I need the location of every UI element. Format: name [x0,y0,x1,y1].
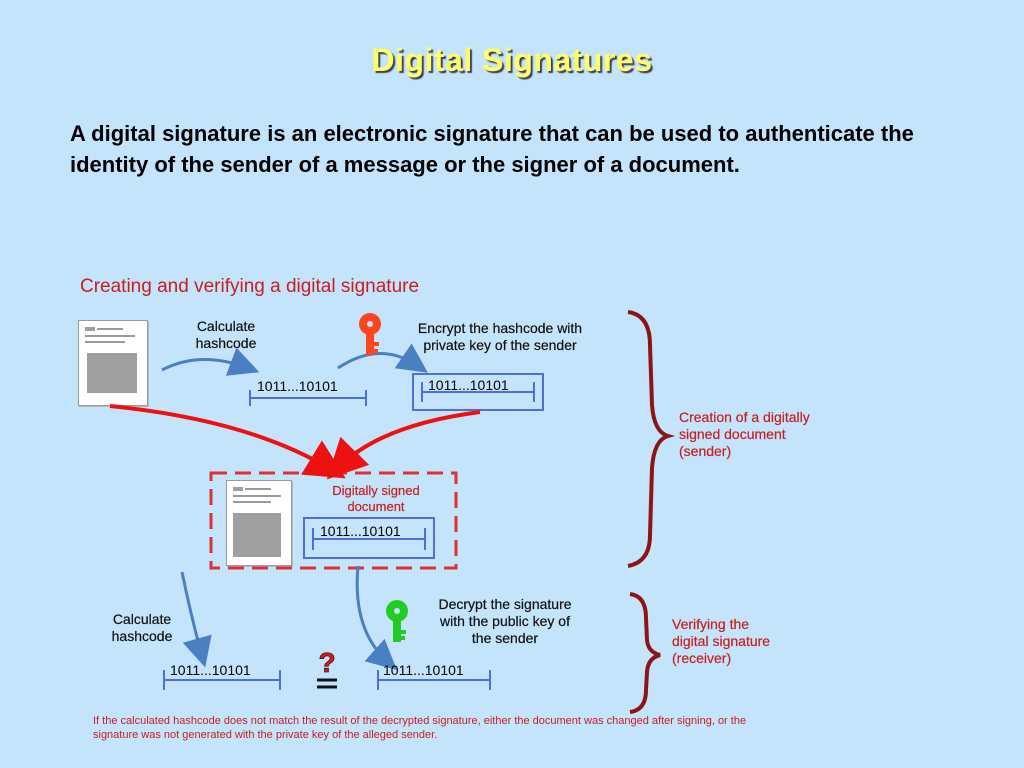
compare-equals-sign [317,678,337,689]
hash-encrypted-top: 1011...10101 [428,377,509,393]
red-key-icon [359,313,381,355]
hash-bracket-encrypted [421,382,535,402]
arrow-decrypt [355,565,397,670]
intro-paragraph: A digital signature is an electronic sig… [70,121,914,177]
signed-document-label: Digitally signed document [332,483,420,514]
encrypt-label: Encrypt the hashcode with private key of… [417,320,583,353]
verification-brace [629,592,661,714]
arrow-sig-to-signed [326,410,481,480]
hash-frame-encrypted [412,373,544,411]
diagram-title: Creating and verifying a digital signatu… [80,276,420,297]
original-document-icon [78,320,148,406]
creation-brace [627,310,676,568]
signed-document-icon [226,480,292,566]
decrypt-label: Decrypt the signature with the public ke… [438,596,572,646]
verify-label: Verifying the digital signature (receive… [672,616,771,666]
hash-bracket-bottom-calculated [163,670,281,690]
green-key-icon [386,600,408,642]
hash-bracket-signed [312,528,426,550]
hash-signed-document: 1011...10101 [320,523,401,539]
arrow-encrypt [337,343,428,373]
arrow-calc-hash-top [161,347,260,376]
calculate-hashcode-top-label: Calculate hashcode [195,318,257,351]
hash-plain-top: 1011...10101 [257,378,338,394]
hash-bracket-top-plain [249,390,367,406]
calculate-hashcode-bottom-label: Calculate hashcode [111,611,173,644]
hash-calculated-bottom: 1011...10101 [170,662,251,678]
footnote: If the calculated hashcode does not matc… [93,715,747,741]
slide-title: Digital Signatures [371,42,653,78]
compare-question-mark: ? [318,647,335,678]
hash-decrypted-bottom: 1011...10101 [383,662,464,678]
hash-bracket-bottom-decrypted [377,670,491,690]
hash-frame-signed [303,517,435,559]
creation-label: Creation of a digitally signed document … [679,409,810,459]
arrow-doc-to-signed [109,404,346,479]
arrow-calc-hash-bottom [180,571,212,668]
